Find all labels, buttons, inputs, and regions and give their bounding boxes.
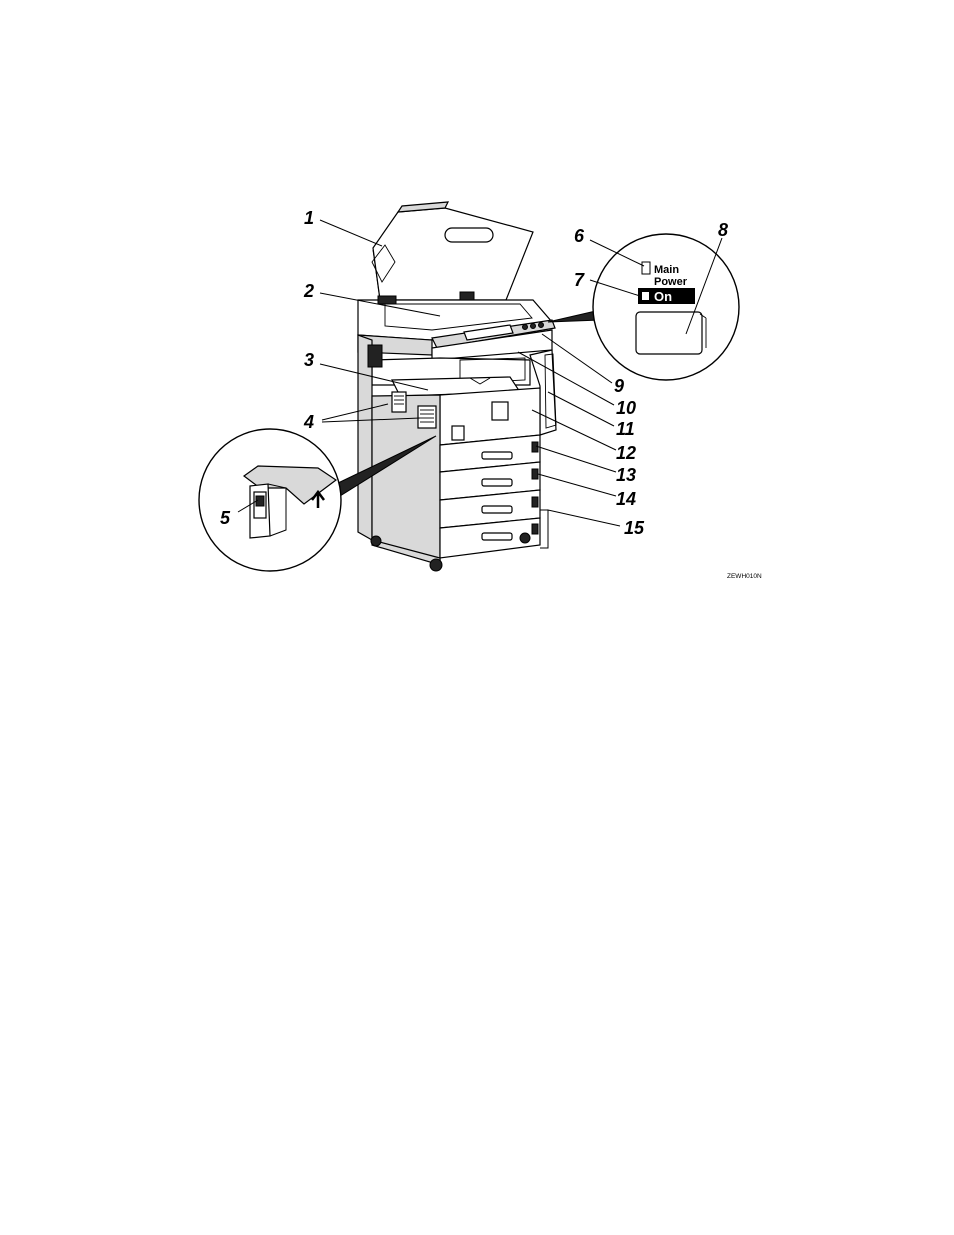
figure-code: ZEWH010N	[727, 573, 762, 580]
callout-13: 13	[616, 465, 636, 485]
caster	[520, 533, 530, 543]
callout-10: 10	[616, 398, 636, 418]
main-power-label-line1: Main	[654, 264, 679, 276]
adf-handle	[445, 228, 493, 242]
callout-6: 6	[574, 226, 585, 246]
callout-15: 15	[624, 518, 645, 538]
leader-13	[536, 446, 616, 472]
leader-1	[320, 220, 382, 246]
copier-illustration	[358, 202, 556, 571]
caster	[371, 536, 381, 546]
leader-11	[548, 392, 614, 426]
callout-5: 5	[220, 508, 231, 528]
main-power-label-line2: Power	[654, 276, 688, 288]
callout-2: 2	[303, 281, 314, 301]
callout-12: 12	[616, 443, 636, 463]
callout-4: 4	[303, 412, 314, 432]
leader-14	[538, 474, 616, 496]
callout-7: 7	[574, 270, 585, 290]
callout-8: 8	[718, 220, 728, 240]
vent	[418, 406, 436, 428]
leader-15	[540, 510, 620, 548]
callout-11: 11	[616, 419, 635, 439]
callout-3: 3	[304, 350, 314, 370]
on-label: On	[654, 289, 672, 304]
adf-cover	[373, 208, 533, 300]
callout-14: 14	[616, 489, 636, 509]
caster	[430, 559, 442, 571]
callout-1: 1	[304, 208, 314, 228]
callout-9: 9	[614, 376, 624, 396]
